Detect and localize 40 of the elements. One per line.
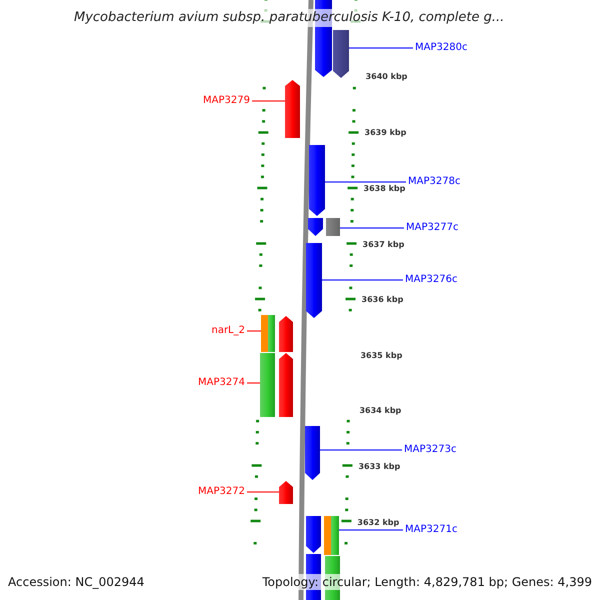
gene-bar: [331, 516, 339, 555]
topology-note: Topology: circular; Length: 4,829,781 bp; Genes: 4,399: [262, 574, 592, 590]
gene-feature: [279, 316, 293, 352]
gene-label: MAP3271c: [405, 524, 458, 536]
accession-note: Accession: NC_002944: [8, 574, 144, 590]
gene-bar: [324, 516, 331, 555]
gene-feature: [308, 218, 323, 236]
gene-feature: [306, 516, 321, 553]
scale-label: 3634 kbp: [359, 406, 402, 416]
scale-label: 3637 kbp: [362, 240, 404, 250]
scale-label: 3640 kbp: [366, 72, 408, 82]
gene-bar: [260, 353, 275, 417]
leader-line: [252, 100, 286, 102]
scale-label: 3636 kbp: [362, 295, 404, 305]
leader-line: [246, 330, 262, 332]
scale-label: 3639 kbp: [364, 128, 406, 138]
gene-feature: [333, 30, 349, 78]
gene-label: MAP3278c: [408, 176, 460, 188]
gene-feature: [309, 145, 325, 216]
gene-bar: [261, 315, 268, 352]
leader-line: [246, 382, 260, 384]
gene-feature: [279, 481, 293, 504]
gene-feature: [306, 243, 322, 318]
scale-label: 3638 kbp: [364, 184, 406, 194]
gene-bar: [326, 218, 340, 236]
gene-feature: [279, 353, 293, 417]
gene-label: MAP3272: [198, 486, 245, 498]
gene-label: MAP3274: [198, 377, 245, 389]
gene-label: MAP3280c: [415, 42, 468, 54]
gene-label: MAP3276c: [405, 274, 458, 286]
scale-label: 3635 kbp: [360, 351, 402, 361]
scale-label: 3632 kbp: [357, 518, 400, 528]
scale-label: 3633 kbp: [358, 462, 400, 472]
gene-label: MAP3277c: [406, 222, 458, 234]
gene-bar: [268, 315, 275, 352]
gene-feature: [305, 426, 320, 480]
gene-feature: [285, 80, 300, 138]
gene-label: narL_2: [211, 325, 245, 337]
gene-label: MAP3273c: [404, 444, 456, 456]
gene-label: MAP3279: [203, 95, 250, 107]
